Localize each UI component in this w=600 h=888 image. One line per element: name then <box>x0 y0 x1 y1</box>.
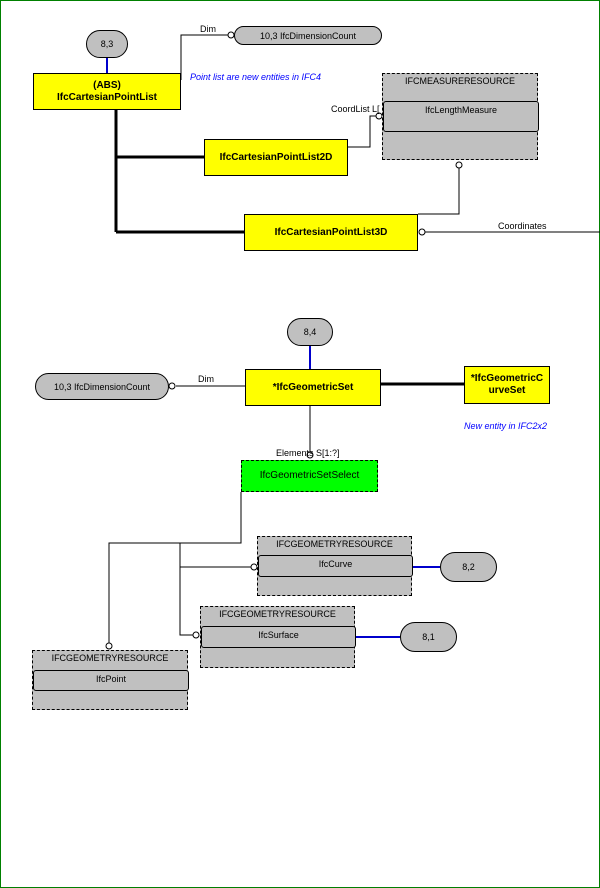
entity-name: *IfcGeometricSet <box>272 381 354 393</box>
dimension-count-label: 10,3 IfcDimensionCount <box>53 381 151 392</box>
ifcgeometricsetselect-box[interactable]: IfcGeometricSetSelect <box>241 460 378 492</box>
ref-oval-8-4[interactable]: 8,4 <box>287 318 333 346</box>
dim-label: Dim <box>200 24 216 34</box>
ifcgeometriccurveset-box[interactable]: *IfcGeometricCurveSet <box>464 366 550 404</box>
dimension-count-oval[interactable]: 10,3 IfcDimensionCount <box>35 373 169 400</box>
curve-geometry-resource-group[interactable]: IFCGEOMETRYRESOURCE IfcCurve <box>257 536 413 596</box>
ref-oval-8-3[interactable]: 8,3 <box>86 30 128 58</box>
point-geometry-resource-group[interactable]: IFCGEOMETRYRESOURCE IfcPoint <box>32 650 189 710</box>
group-title: IFCMEASURERESOURCE <box>404 76 515 86</box>
item-label: IfcSurface <box>258 630 299 640</box>
entity-name: IfcCartesianPointList2D <box>219 151 333 163</box>
dim-label: Dim <box>198 374 214 384</box>
ifccartesianpointlist3d-box[interactable]: IfcCartesianPointList3D <box>244 214 418 251</box>
ifccartesianpointlist-box[interactable]: (ABS) IfcCartesianPointList <box>33 73 181 110</box>
ifclengthmeasure-item[interactable]: IfcLengthMeasure <box>383 101 539 132</box>
item-label: IfcPoint <box>95 674 126 684</box>
ref-oval-label: 8,1 <box>422 632 435 642</box>
ref-oval-8-1[interactable]: 8,1 <box>400 622 457 652</box>
ref-oval-label: 8,3 <box>100 39 114 49</box>
entity-name: IfcCartesianPointList <box>56 91 158 103</box>
coordlist-label: CoordList L[ <box>331 104 380 114</box>
elements-label: Elements S[1:?] <box>276 448 340 458</box>
select-name: IfcGeometricSetSelect <box>259 470 360 481</box>
item-label: IfcCurve <box>318 559 353 569</box>
ref-oval-label: 8,4 <box>303 327 317 337</box>
group-title: IFCGEOMETRYRESOURCE <box>219 609 336 619</box>
item-label: IfcLengthMeasure <box>424 105 498 115</box>
entity-name: *IfcGeometricCurveSet <box>470 373 544 396</box>
ref-oval-8-2[interactable]: 8,2 <box>440 552 497 582</box>
ifc2x2-note: New entity in IFC2x2 <box>464 421 548 431</box>
measure-resource-group[interactable]: IFCMEASURERESOURCE IfcLengthMeasure <box>382 73 539 160</box>
ifcpoint-item[interactable]: IfcPoint <box>33 670 189 691</box>
ifcgeometricset-box[interactable]: *IfcGeometricSet <box>245 369 381 406</box>
dimension-count-oval[interactable]: 10,3 IfcDimensionCount <box>234 26 382 45</box>
ifccartesianpointlist2d-box[interactable]: IfcCartesianPointList2D <box>204 139 348 176</box>
abstract-tag: (ABS) <box>93 79 121 91</box>
ifccurve-item[interactable]: IfcCurve <box>258 555 413 577</box>
group-title: IFCGEOMETRYRESOURCE <box>276 539 393 549</box>
entity-name: IfcCartesianPointList3D <box>274 226 388 238</box>
group-title: IFCGEOMETRYRESOURCE <box>51 653 169 663</box>
coordinates-label: Coordinates <box>498 221 547 231</box>
ref-oval-label: 8,2 <box>462 562 475 572</box>
dimension-count-label: 10,3 IfcDimensionCount <box>259 30 357 41</box>
surface-geometry-resource-group[interactable]: IFCGEOMETRYRESOURCE IfcSurface <box>200 606 356 668</box>
ifcsurface-item[interactable]: IfcSurface <box>201 626 356 648</box>
ifc4-note: Point list are new entities in IFC4 <box>190 72 322 82</box>
